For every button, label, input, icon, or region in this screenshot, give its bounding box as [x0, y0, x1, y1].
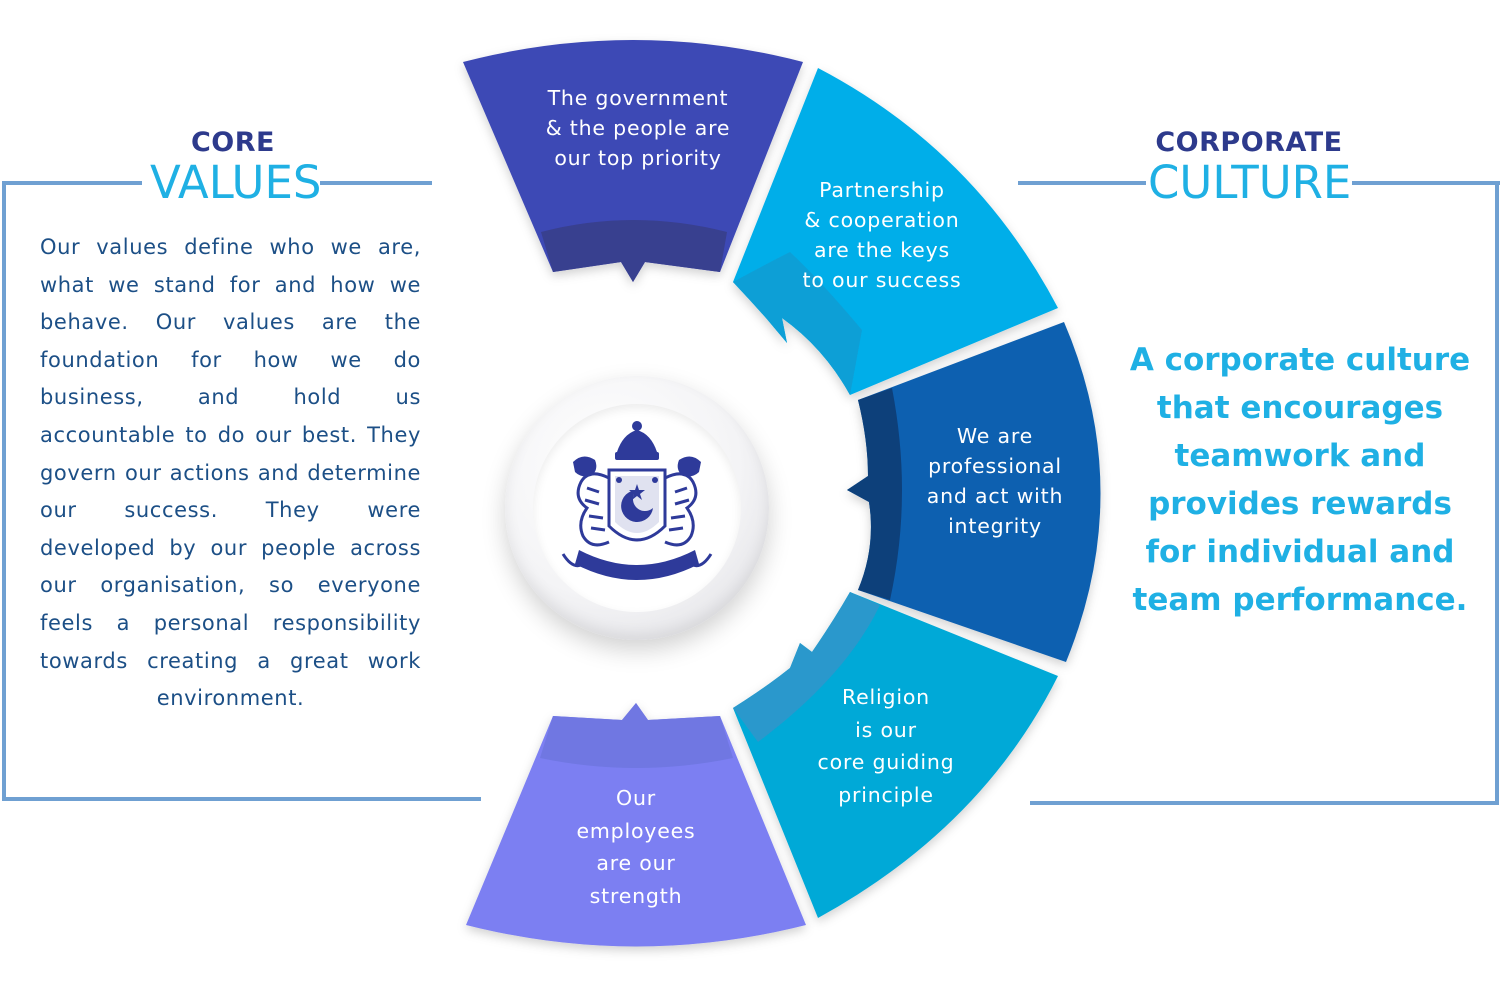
core-values-heading-large: VALUES: [150, 156, 322, 209]
segment-label-partnership: Partnership & cooperation are the keys t…: [802, 178, 962, 292]
state-crest-icon: [561, 421, 713, 580]
core-values-heading: CORE VALUES: [150, 127, 322, 209]
corporate-culture-heading-large: CULTURE: [1148, 156, 1352, 209]
frame-left-side: [2, 181, 6, 801]
emblem-inner-disc: [533, 404, 741, 612]
corporate-culture-heading-small: CORPORATE: [1155, 127, 1343, 158]
segment-partnership: [733, 68, 1058, 395]
core-values-description: Our values define who we are, what we st…: [40, 235, 421, 711]
segment-band: [733, 592, 880, 742]
corporate-culture-heading: CORPORATE CULTURE: [1148, 127, 1352, 209]
segment-shape: [847, 322, 1101, 662]
segment-label-employees: Our employees are our strength: [576, 786, 696, 908]
segment-professional: [847, 322, 1101, 662]
segment-label-religion: Religion is our core guiding principle: [817, 685, 955, 807]
segment-label-government: The government & the people are our top …: [545, 86, 731, 170]
segment-band: [541, 220, 727, 282]
frame-bottom: [2, 797, 481, 801]
segment-shape: [463, 40, 803, 282]
frame-right-side: [1495, 181, 1499, 805]
core-values-heading-small: CORE: [190, 127, 275, 158]
frame-top-left-segment: [1018, 181, 1146, 185]
corporate-culture-description: A corporate culture that encourages team…: [1129, 342, 1471, 618]
segment-religion: [733, 592, 1058, 918]
segment-shape: [466, 703, 806, 947]
segment-government-people: [463, 40, 803, 282]
segment-band: [540, 703, 733, 768]
segment-band: [733, 252, 862, 395]
frame-bottom: [1030, 801, 1499, 805]
emblem-disc: [505, 376, 769, 640]
segment-employees: [466, 703, 806, 947]
segment-band: [847, 388, 902, 600]
frame-top-left-segment: [2, 181, 142, 185]
frame-top-right-segment: [1352, 181, 1500, 185]
frame-top-right-segment: [320, 181, 432, 185]
segment-label-professional: We are professional and act with integri…: [926, 424, 1064, 538]
